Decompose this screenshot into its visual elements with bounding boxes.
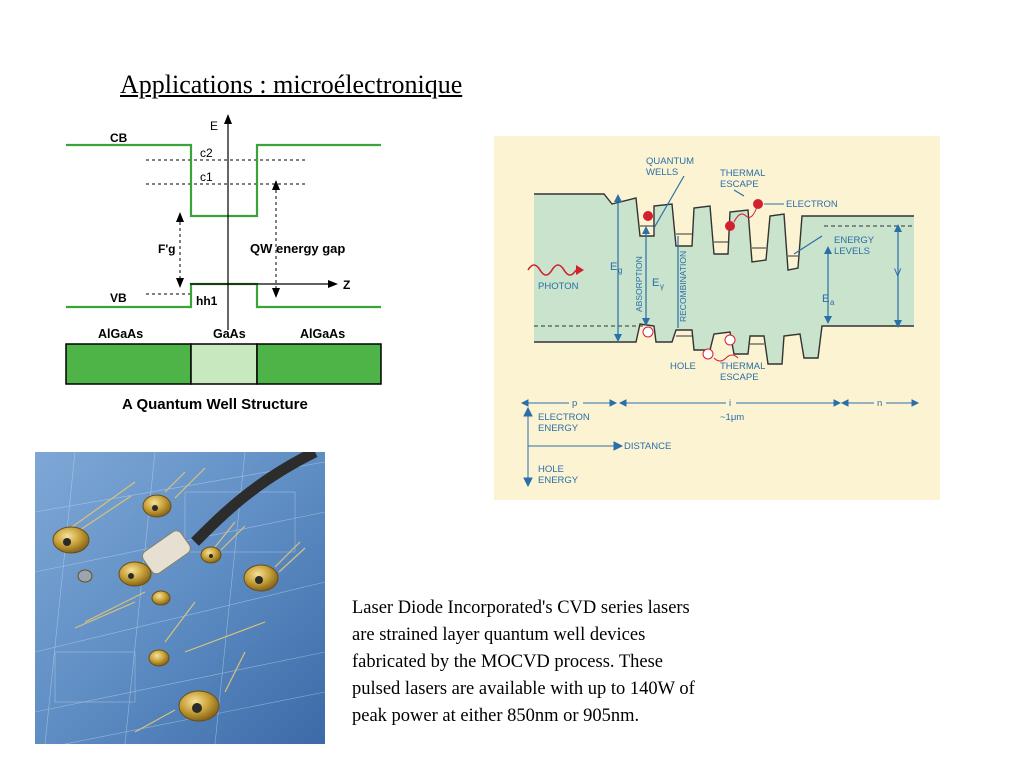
qw-gap-label: QW energy gap xyxy=(250,241,345,256)
energy-levels-label: ENERGY xyxy=(834,235,875,246)
recombination-label: RECOMBINATION xyxy=(678,251,688,322)
photon-label: PHOTON xyxy=(538,281,579,292)
v-label: V xyxy=(894,267,902,279)
thermal-escape-top-label: THERMAL xyxy=(720,168,765,179)
c2-label: c2 xyxy=(200,146,213,160)
thermal-escape-bottom-label: THERMAL xyxy=(720,361,765,372)
electron-dot xyxy=(643,211,653,221)
electron-label: ELECTRON xyxy=(786,199,838,210)
photon-wave xyxy=(527,264,577,276)
algaas-right-layer xyxy=(256,343,382,385)
hole-dot xyxy=(724,334,736,346)
thermal-escape-top-label-2: ESCAPE xyxy=(720,179,759,190)
quantum-well-diagram: CB VB E Z c2 c1 hh1 F'g QW energy gap Al… xyxy=(65,114,382,413)
electron-energy-label-2: ENERGY xyxy=(538,423,579,434)
egamma-label: E xyxy=(652,277,659,289)
fg-label: F'g xyxy=(158,242,176,256)
laser-diode-caption: Laser Diode Incorporated's CVD series la… xyxy=(352,598,695,726)
ea-label: E xyxy=(822,293,829,305)
hole-energy-label: HOLE xyxy=(538,464,564,475)
laser-band-diagram: QUANTUM WELLS THERMAL ESCAPE ELECTRON EN… xyxy=(494,136,940,500)
diode-can xyxy=(151,590,171,606)
laser-diodes-photo xyxy=(35,452,325,744)
algaas-left-layer xyxy=(65,343,192,385)
material-left-label: AlGaAs xyxy=(98,327,143,341)
c1-label: c1 xyxy=(200,170,213,184)
electron-dot xyxy=(725,221,735,231)
egamma-subscript: γ xyxy=(660,282,664,291)
hole-dot xyxy=(642,326,654,338)
cb-label: CB xyxy=(110,131,128,145)
eg-subscript: g xyxy=(618,266,622,275)
quantum-wells-label: QUANTUM xyxy=(646,156,694,167)
z-axis-label: Z xyxy=(343,278,350,292)
hole-energy-label-2: ENERGY xyxy=(538,475,579,486)
diode-can xyxy=(77,569,93,583)
thermal-escape-bottom-label-2: ESCAPE xyxy=(720,372,759,383)
ea-subscript: a xyxy=(830,298,835,307)
qw-caption: A Quantum Well Structure xyxy=(122,396,308,413)
p-region-label: p xyxy=(572,398,577,409)
n-region-label: n xyxy=(877,398,882,409)
band-fill xyxy=(534,194,914,364)
hh1-label: hh1 xyxy=(196,294,218,308)
gaas-layer xyxy=(190,343,258,385)
i-region-label: i xyxy=(729,398,731,409)
hole-label: HOLE xyxy=(670,361,696,372)
absorption-label: ABSORPTION xyxy=(634,256,644,312)
hole-dot xyxy=(702,348,714,360)
electron-energy-label: ELECTRON xyxy=(538,412,590,423)
diode-can xyxy=(118,561,152,587)
fiber-cable xyxy=(191,452,318,546)
diode-can xyxy=(52,526,90,554)
material-right-label: AlGaAs xyxy=(300,327,345,341)
slide-title: Applications : microélectronique xyxy=(120,70,463,99)
diode-can xyxy=(148,649,170,667)
vb-label: VB xyxy=(110,291,127,305)
width-label: ~1μm xyxy=(720,412,744,423)
material-center-label: GaAs xyxy=(213,327,246,341)
e-axis-label: E xyxy=(210,119,218,133)
energy-levels-label-2: LEVELS xyxy=(834,246,870,257)
quantum-wells-label-2: WELLS xyxy=(646,167,678,178)
distance-label: DISTANCE xyxy=(624,441,671,452)
eg-label: E xyxy=(610,261,617,273)
